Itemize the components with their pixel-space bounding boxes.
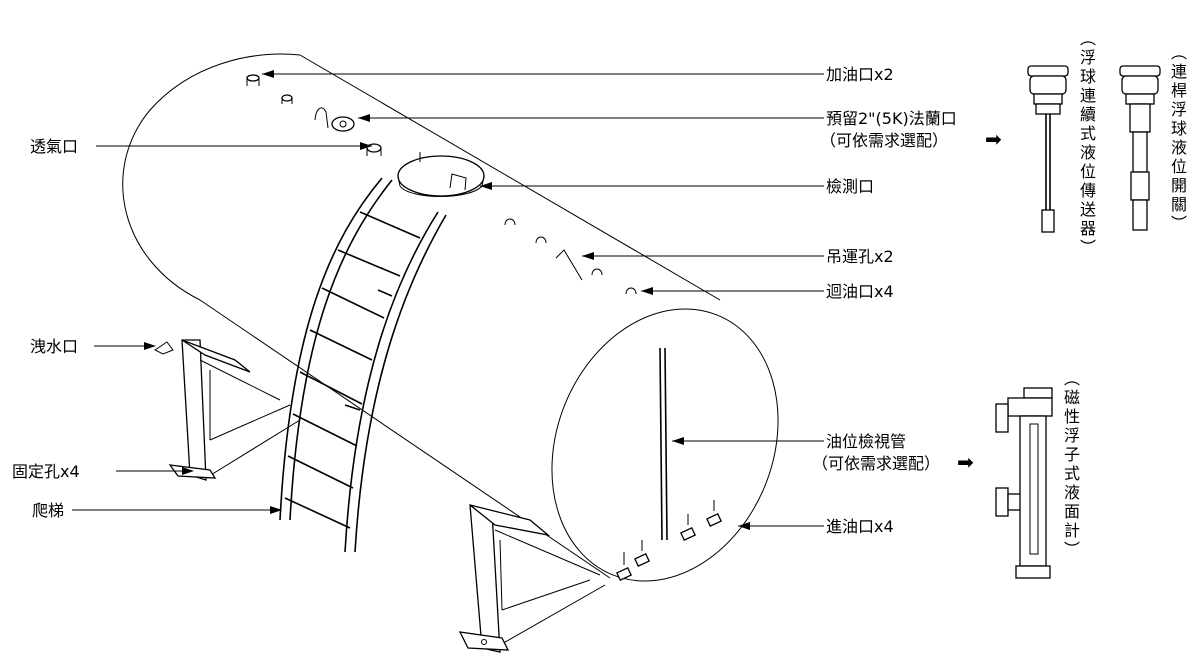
sight-tube-drawing [659, 347, 668, 541]
label-magnetic-gauge: （磁性浮子式液面計） [1061, 370, 1080, 560]
label-ladder: 爬梯 [32, 501, 65, 520]
label-fixing-holes: 固定孔x4 [12, 462, 80, 481]
label-fill-port: 加油口x2 [826, 65, 894, 84]
rear-saddle [168, 339, 301, 481]
arrow-icon-bottom: ➡ [957, 450, 974, 474]
ladder-drawing [279, 177, 447, 553]
drain-valve [154, 341, 174, 355]
side-fittings [504, 218, 637, 295]
label-inspection-port: 檢測口 [826, 177, 875, 196]
label-optional-flange: （可依需求選配） [820, 131, 949, 150]
arrow-icon-top: ➡ [985, 127, 1002, 151]
leader-lines [72, 70, 824, 530]
label-vent-port: 透氣口 [30, 137, 79, 156]
float-switch-drawing [1119, 65, 1161, 231]
label-lifting-holes: 吊運孔x2 [826, 247, 894, 266]
label-float-switch: （連桿浮球液位開關） [1168, 44, 1187, 234]
inlet-valves [616, 500, 722, 582]
label-sight-tube: 油位檢視管 [826, 432, 907, 451]
label-continuous-transmitter: （浮球連續式液位傳送器） [1077, 30, 1096, 258]
front-saddle [458, 504, 606, 653]
tank-body [122, 53, 779, 582]
continuous-transmitter-drawing [1027, 65, 1069, 233]
top-fittings [246, 74, 485, 197]
label-reserved-flange: 預留2"(5K)法蘭口 [826, 109, 957, 128]
label-inlet-port: 進油口x4 [826, 517, 894, 536]
label-drain-port: 洩水口 [30, 337, 79, 356]
label-optional-sight-tube: （可依需求選配） [812, 454, 941, 473]
label-return-port: 迴油口x4 [826, 282, 894, 301]
magnetic-gauge-drawing [995, 387, 1053, 579]
